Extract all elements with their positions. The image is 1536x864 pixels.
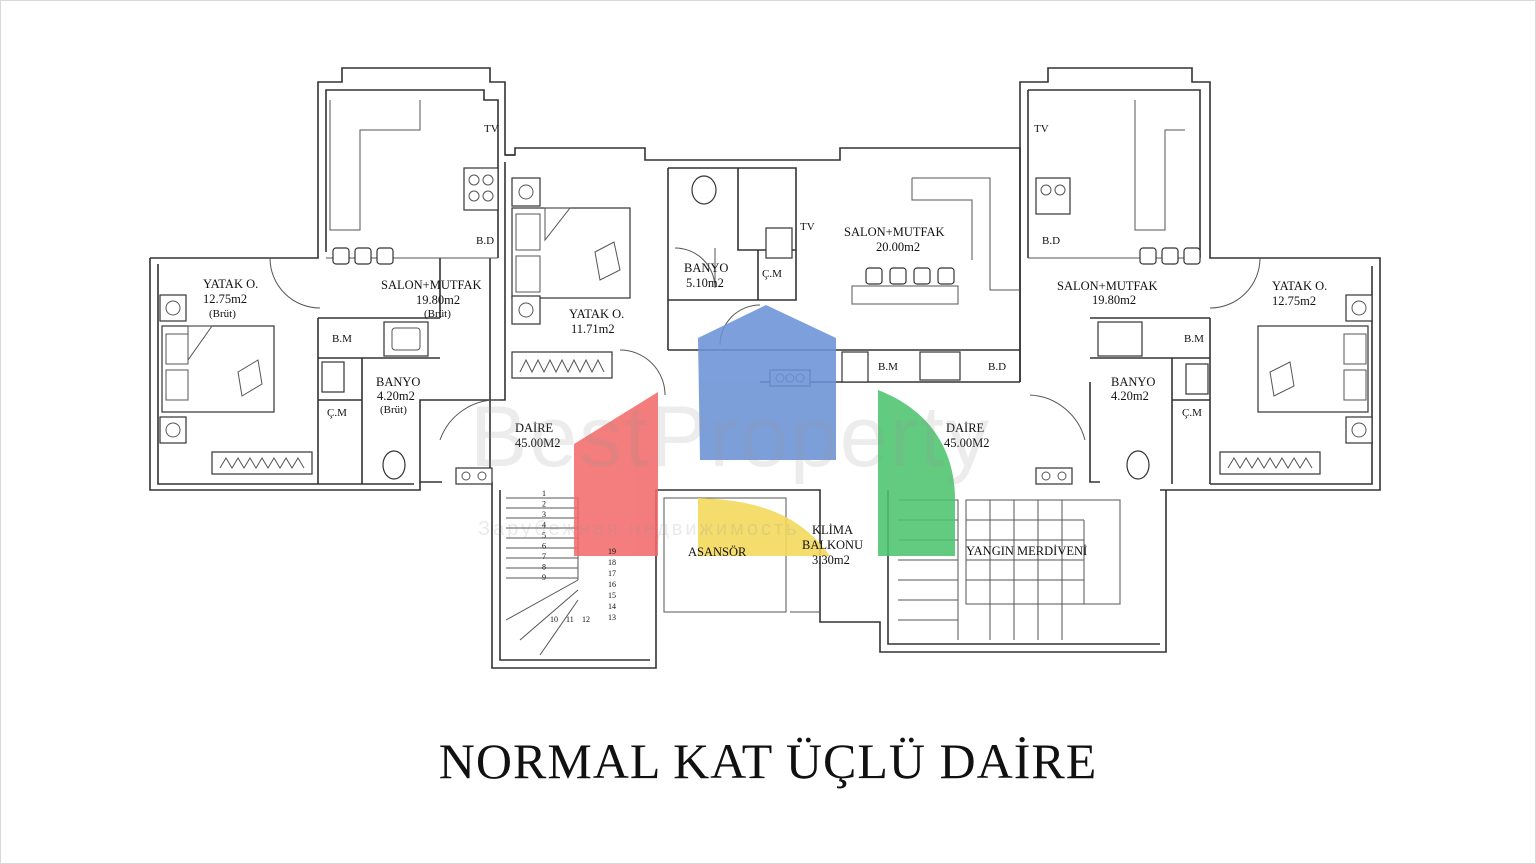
elevator-label: ASANSÖR: [688, 545, 747, 559]
toilet-icon: [1126, 450, 1150, 480]
left-bm-label: B.M: [332, 333, 352, 345]
right-bedroom-name: YATAK O.: [1272, 279, 1327, 293]
watermark-green-shape: [878, 390, 955, 556]
stair-number: 12: [582, 615, 590, 624]
toilet-icon: [382, 450, 406, 480]
middle-bedroom-name: YATAK O.: [569, 307, 624, 321]
sink-icon: [1097, 321, 1143, 357]
toilet-icon: [691, 175, 717, 205]
left-bath-note: (Brüt): [380, 404, 407, 416]
left-bath-area: 4.20m2: [377, 389, 415, 403]
bed-icon: [511, 207, 631, 299]
left-tv-label: TV: [484, 123, 499, 135]
middle-bd-label: B.D: [988, 361, 1006, 373]
stair-number: 18: [608, 558, 616, 567]
right-living-name: SALON+MUTFAK: [1057, 279, 1158, 293]
stair-number: 4: [542, 521, 546, 530]
stair-number: 8: [542, 563, 546, 572]
wardrobe-icon: [511, 351, 613, 379]
stair-number: 7: [542, 552, 546, 561]
left-living-name: SALON+MUTFAK: [381, 278, 482, 292]
watermark-yellow-shape: [698, 498, 830, 556]
right-cm-label: Ç.M: [1182, 407, 1202, 419]
stair-number: 3: [542, 510, 546, 519]
sink-icon: [919, 351, 961, 381]
stair-number: 9: [542, 573, 546, 582]
left-living-area: 19.80m2: [416, 293, 460, 307]
right-bm-label: B.M: [1184, 333, 1204, 345]
plan-title: NORMAL KAT ÜÇLÜ DAİRE: [438, 733, 1098, 789]
watermark-brand: BestProperty: [470, 389, 992, 485]
watermark-logo: [574, 305, 955, 556]
right-bath-name: BANYO: [1111, 375, 1155, 389]
stair-number: 1: [542, 489, 546, 498]
stair-number: 13: [608, 613, 616, 622]
stove-icon: [463, 167, 499, 211]
middle-cm-label: Ç.M: [762, 268, 782, 280]
klima-area: 3.30m2: [812, 553, 850, 567]
stair-number: 15: [608, 591, 616, 600]
middle-unit-name: DAİRE: [946, 421, 985, 435]
watermark-blue-shape: [698, 305, 836, 460]
right-living-area: 19.80m2: [1092, 293, 1136, 307]
right-bedroom-area: 12.75m2: [1272, 294, 1316, 308]
middle-bath-area: 5.10m2: [686, 276, 724, 290]
watermark-red-shape: [574, 392, 658, 556]
left-bedroom-area: 12.75m2: [203, 292, 247, 306]
right-bath-area: 4.20m2: [1111, 389, 1149, 403]
stair-number: 11: [566, 615, 574, 624]
middle-unit-area: 45.00M2: [944, 436, 990, 450]
left-bedroom-name: YATAK O.: [203, 277, 258, 291]
stove-icon: [841, 351, 869, 383]
klima-label-1: KLİMA: [812, 523, 853, 537]
left-unit-area: 45.00M2: [515, 436, 561, 450]
left-unit-name: DAİRE: [515, 421, 554, 435]
stair-number: 17: [608, 569, 616, 578]
left-bath-name: BANYO: [376, 375, 420, 389]
stair-number: 14: [608, 602, 616, 611]
left-cm-label: Ç.M: [327, 407, 347, 419]
sink-icon: [383, 321, 429, 357]
wardrobe-icon: [1219, 451, 1321, 475]
left-bedroom-note: (Brüt): [209, 308, 236, 320]
middle-bm-label: B.M: [878, 361, 898, 373]
middle-bath-name: BANYO: [684, 261, 728, 275]
middle-living-area: 20.00m2: [876, 240, 920, 254]
stair-number: 5: [542, 531, 546, 540]
left-living-note: (Brüt): [424, 308, 451, 320]
stair-number: 16: [608, 580, 616, 589]
middle-bedroom-area: 11.71m2: [571, 322, 615, 336]
stove-icon: [1035, 177, 1071, 215]
kitchen-counters: [329, 100, 1185, 291]
bed-icon: [161, 325, 275, 413]
stair-number: 2: [542, 500, 546, 509]
klima-label-2: BALKONU: [802, 538, 863, 552]
stair-number: 6: [542, 542, 546, 551]
bed-icon: [1257, 325, 1369, 413]
right-bd-label: B.D: [1042, 235, 1060, 247]
stair-number: 10: [550, 615, 558, 624]
right-tv-label: TV: [1034, 123, 1049, 135]
middle-living-name: SALON+MUTFAK: [844, 225, 945, 239]
middle-tv-label: TV: [800, 221, 815, 233]
wardrobe-icon: [211, 451, 313, 475]
fire-stairs-label: YANGIN MERDİVENİ: [966, 544, 1087, 558]
stair-number: 19: [608, 547, 616, 556]
left-bd-label: B.D: [476, 235, 494, 247]
watermark-tagline: Зарубежная недвижимость: [478, 518, 800, 540]
room-labels: YATAK O. 12.75m2 (Brüt) SALON+MUTFAK 19.…: [203, 123, 1327, 567]
